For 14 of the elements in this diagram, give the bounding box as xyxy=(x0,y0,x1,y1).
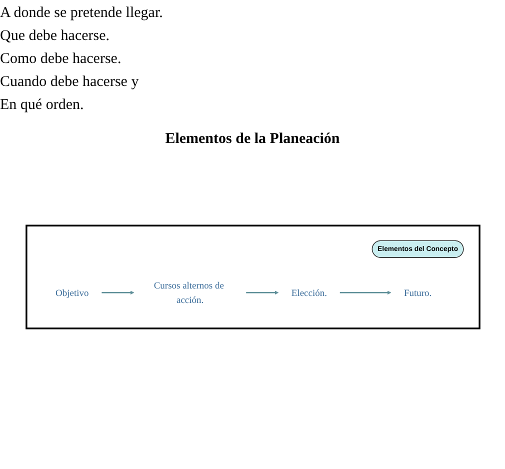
text-line: En qué orden. xyxy=(0,96,84,115)
arrow xyxy=(339,290,391,295)
node-text: Cursos alternos de acción. xyxy=(153,280,224,306)
text-line: Como debe hacerse. xyxy=(0,50,122,69)
text-line: Cuando debe hacerse y xyxy=(0,73,139,92)
arrow xyxy=(101,290,134,295)
node-text: Elección. xyxy=(290,287,326,298)
arrow xyxy=(246,290,278,295)
cluster xyxy=(25,224,480,330)
node-text: Futuro. xyxy=(403,287,432,298)
node-text: Objetivo xyxy=(55,287,88,298)
text-line: A donde se pretende llegar. xyxy=(0,4,163,23)
diagram-title: Elementos de la Planeación xyxy=(165,131,340,148)
text-line: Que debe hacerse. xyxy=(0,27,110,46)
